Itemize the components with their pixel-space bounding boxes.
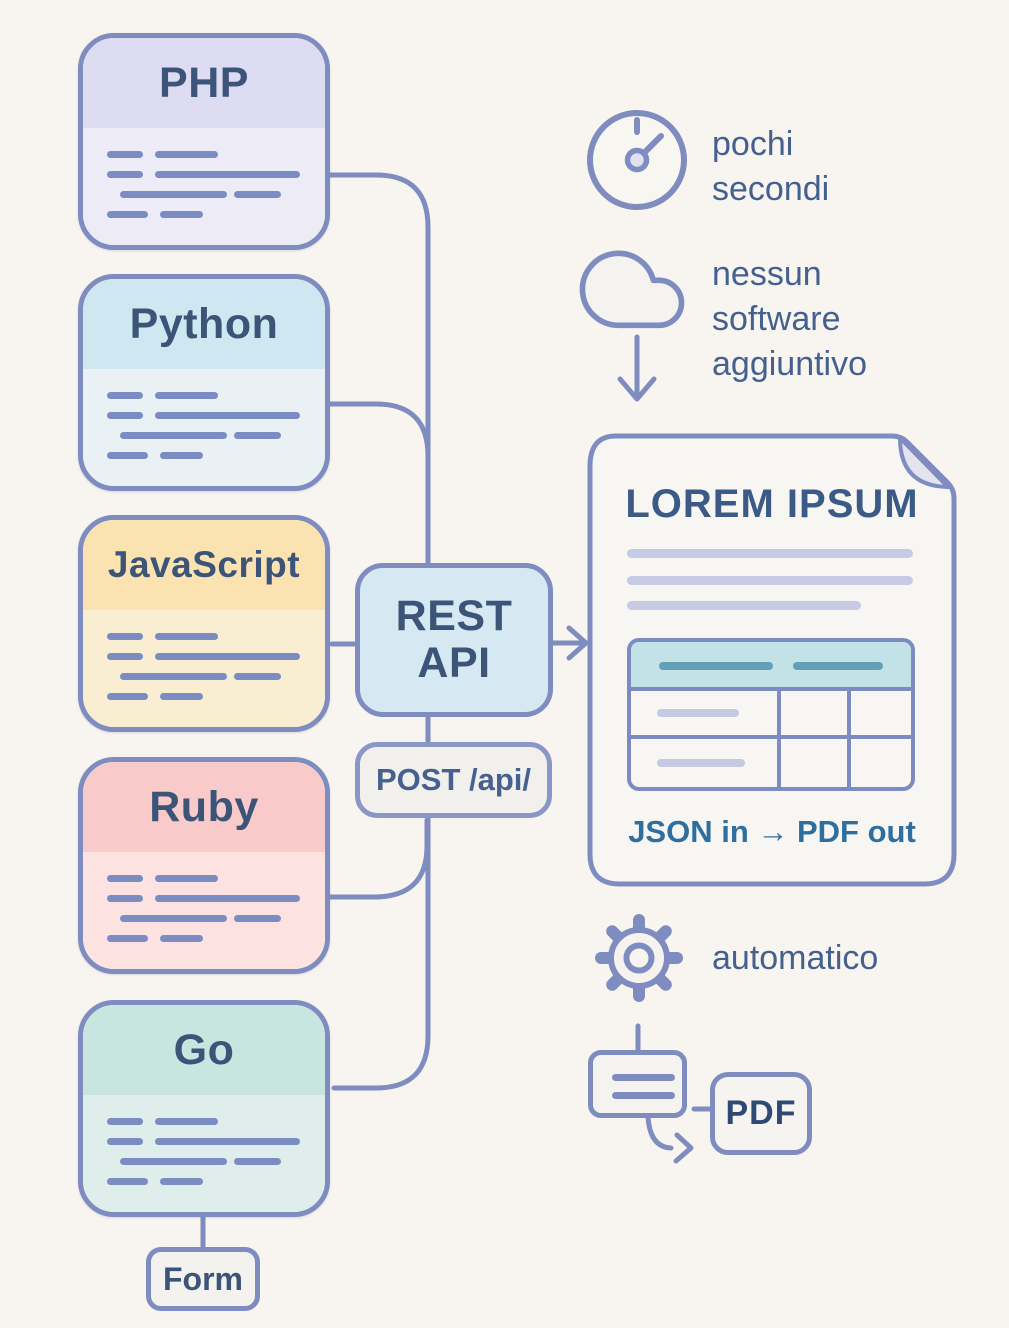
doc-line-bar [612, 1092, 675, 1099]
placeholder-row [83, 935, 325, 942]
text-placeholder-line [627, 549, 913, 558]
language-title: PHP [159, 58, 249, 107]
table-cell [851, 691, 911, 739]
placeholder-row [83, 915, 325, 922]
placeholder-row [83, 211, 325, 218]
arrow-minidoc-curve [645, 1114, 674, 1151]
rest-api-label: REST API [395, 591, 513, 687]
placeholder-row [83, 412, 325, 419]
placeholder-row [83, 633, 325, 640]
form-label: Form [163, 1260, 243, 1297]
code-placeholder-lines [83, 610, 325, 727]
code-placeholder-lines [83, 852, 325, 969]
page-fold [898, 436, 950, 489]
table-cell [631, 691, 781, 739]
placeholder-row [83, 653, 325, 660]
placeholder-row [83, 171, 325, 178]
code-placeholder-lines [83, 369, 325, 486]
table-body [631, 691, 911, 787]
language-title: JavaScript [107, 544, 301, 585]
wire-ruby-join [327, 817, 430, 900]
code-placeholder-lines [83, 128, 325, 245]
text-placeholder-line [627, 601, 861, 610]
wire-php-to-api [327, 172, 431, 568]
table-header-row [631, 642, 911, 691]
header-placeholder-bar [659, 662, 773, 670]
feature-label-speed: pochi secondi [712, 125, 830, 208]
code-placeholder-lines [83, 1095, 325, 1212]
language-title: Go [173, 1025, 235, 1074]
language-card-header: Ruby [83, 762, 325, 852]
wire-python-join [327, 401, 431, 481]
document-icon [588, 1050, 687, 1118]
placeholder-row [83, 432, 325, 439]
arrowhead-minidoc [673, 1132, 694, 1164]
language-card-javascript: JavaScript [78, 515, 330, 732]
table-cell [781, 739, 851, 787]
language-title: Ruby [149, 782, 259, 831]
pdf-output-label: PDF [725, 1094, 797, 1132]
gear-icon [595, 914, 683, 1002]
arrowhead-api-doc [566, 625, 589, 661]
table-cell [851, 739, 911, 787]
text-placeholder-line [627, 576, 913, 585]
language-title: Python [129, 299, 279, 348]
rest-api-node: REST API [355, 563, 553, 717]
placeholder-row [83, 1178, 325, 1185]
pdf-document-preview: LOREM IPSUM JSON in → PDF out [586, 432, 958, 888]
placeholder-row [83, 693, 325, 700]
language-card-header: PHP [83, 38, 325, 128]
placeholder-row [83, 151, 325, 158]
language-card-ruby: Ruby [78, 757, 330, 974]
placeholder-row [83, 1138, 325, 1145]
placeholder-row [83, 1118, 325, 1125]
cloud-icon [579, 250, 685, 329]
feature-label-no-software: nessun software aggiuntivo [712, 255, 868, 383]
placeholder-row [83, 452, 325, 459]
endpoint-pill: POST /api/ [355, 742, 552, 818]
language-card-header: JavaScript [83, 520, 325, 610]
document-caption: JSON in → PDF out [628, 814, 916, 849]
endpoint-label: POST /api/ [375, 762, 532, 797]
language-card-header: Go [83, 1005, 325, 1095]
arrowhead-cloud [617, 376, 657, 402]
language-card-header: Python [83, 279, 325, 369]
language-card-python: Python [78, 274, 330, 491]
language-card-php: PHP [78, 33, 330, 250]
clock-icon [587, 110, 687, 210]
placeholder-row [83, 895, 325, 902]
doc-line-bar [612, 1074, 675, 1081]
language-card-go: Go [78, 1000, 330, 1217]
placeholder-row [83, 1158, 325, 1165]
table-cell [631, 739, 781, 787]
pdf-output-node: PDF [710, 1072, 812, 1155]
placeholder-row [83, 673, 325, 680]
placeholder-row [83, 875, 325, 882]
wire-post-to-go [331, 812, 431, 1091]
placeholder-row [83, 191, 325, 198]
header-placeholder-bar [793, 662, 883, 670]
document-table [627, 638, 915, 791]
form-node: Form [146, 1247, 260, 1311]
placeholder-row [83, 392, 325, 399]
table-cell [781, 691, 851, 739]
document-title: LOREM IPSUM [625, 482, 919, 526]
feature-label-automatic: automatico [712, 939, 879, 977]
